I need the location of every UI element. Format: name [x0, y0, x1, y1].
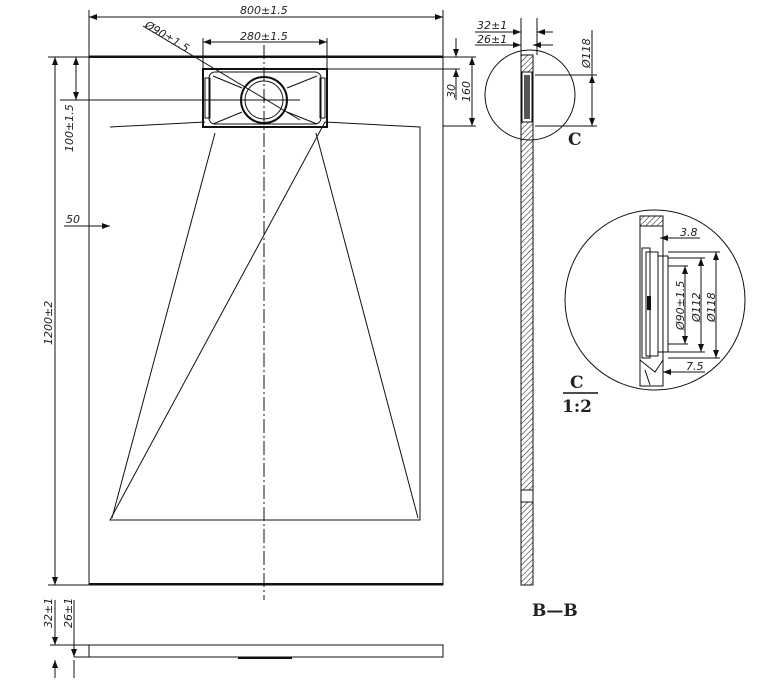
drain-offset-dim: 100±1.5	[63, 104, 76, 152]
side-view: 32±1 26±1	[42, 598, 444, 678]
detail-c-marker: C	[568, 130, 582, 150]
section-title: B—B	[532, 601, 578, 621]
length-dim: 1200±2	[42, 301, 55, 345]
drain-depth-dim: 30	[445, 84, 458, 98]
width-dim: 800±1.5	[240, 4, 288, 17]
detail-inner-dim: Ø90±1.5	[674, 281, 687, 331]
tray-outline	[88, 55, 444, 586]
detail-wall-dim: 3.8	[680, 226, 698, 239]
section-body-height-dim: 26±1	[477, 33, 507, 46]
side-total-height-dim: 32±1	[42, 598, 55, 628]
drain-zone-dim: 160	[460, 81, 473, 102]
detail-flange-dim: 7.5	[686, 360, 704, 373]
drain-assembly	[202, 68, 328, 128]
drain-width-dim: 280±1.5	[240, 30, 288, 43]
side-body-height-dim: 26±1	[62, 598, 75, 628]
detail-scale: 1:2	[562, 397, 592, 417]
border-dim: 50	[66, 213, 80, 226]
plan-view: 800±1.5 280±1.5 Ø90±1.5 30 160 1200±2 10…	[42, 4, 476, 600]
detail-label: C	[570, 373, 584, 393]
drain-diameter-dim: Ø90±1.5	[142, 18, 192, 55]
section-view: 32±1 26±1 Ø118 C B—B	[475, 18, 597, 621]
detail-outer-dim: Ø118	[705, 292, 718, 323]
detail-mid-dim: Ø112	[690, 292, 703, 323]
section-total-height-dim: 32±1	[477, 19, 507, 32]
detail-c-view: 3.8 Ø90±1.5 Ø112 Ø118 7.5 C 1:2	[562, 209, 746, 417]
section-outlet-diameter-dim: Ø118	[580, 38, 593, 69]
slope-area	[109, 121, 421, 521]
detail-c-marker-circle	[484, 49, 576, 141]
